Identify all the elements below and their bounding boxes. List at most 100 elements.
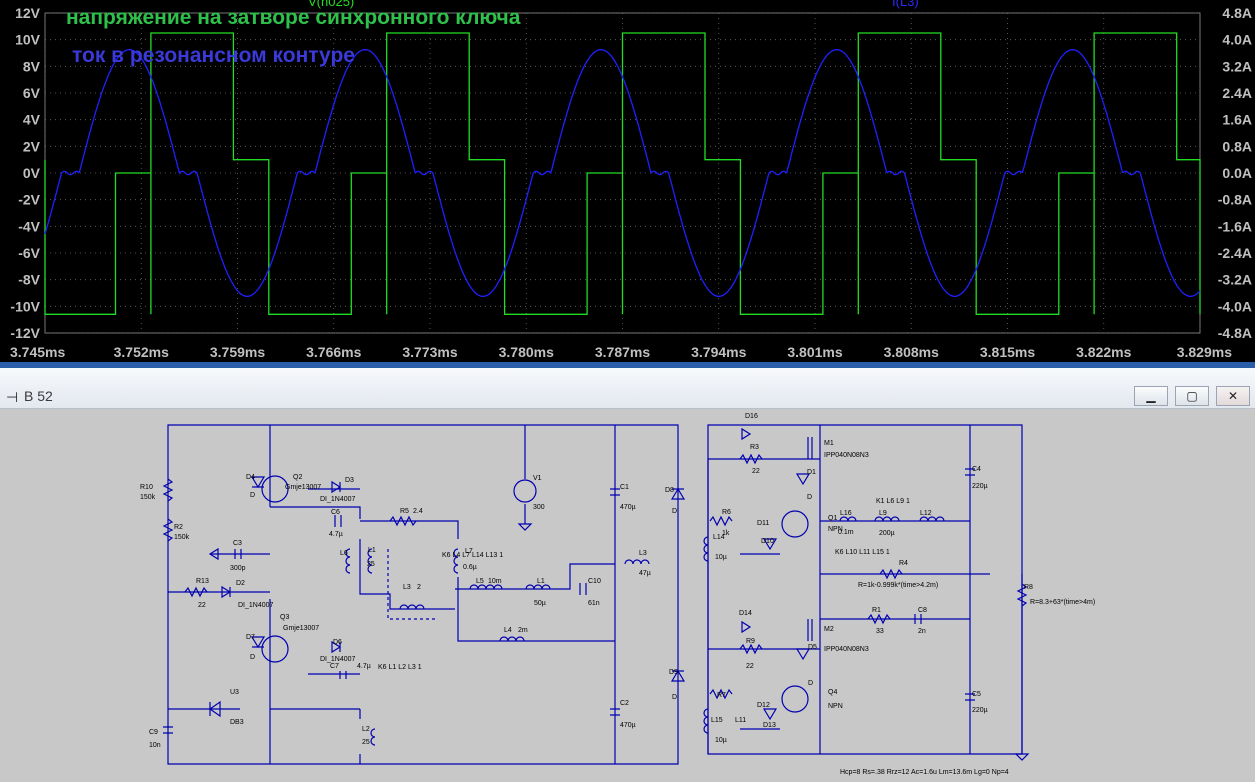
component-label: 2m — [518, 627, 528, 634]
component-label: 470µ — [620, 504, 636, 511]
component-label: 150k — [174, 534, 190, 541]
component-label: R5 — [400, 508, 409, 515]
component-label: M2 — [824, 626, 834, 633]
component-label: L1 — [537, 578, 545, 585]
component-label: C2 — [620, 700, 629, 707]
x-tick-label: 3.787ms — [595, 344, 650, 360]
component-label: L11 — [735, 717, 746, 724]
component-label: L16 — [840, 510, 852, 517]
y-tick-label: 4V — [23, 112, 41, 128]
component-label: R8 — [1024, 584, 1033, 591]
component-label: D11 — [757, 520, 769, 527]
component-label: D4 — [246, 474, 255, 481]
component-label: L3 — [639, 550, 647, 557]
y-tick-label: -10V — [10, 298, 40, 314]
x-tick-label: 3.801ms — [787, 344, 842, 360]
component-label: D13 — [763, 722, 776, 729]
component-label: L6 — [340, 550, 348, 557]
component-label: 10m — [488, 578, 502, 585]
pane-separator[interactable] — [0, 362, 1255, 368]
component-label: K6 L1 L2 L3 1 — [378, 664, 422, 671]
minimize-button[interactable]: ▁ — [1134, 386, 1168, 406]
y2-tick-label: 3.2A — [1222, 58, 1252, 74]
component-label: Q3 — [280, 614, 289, 621]
component-label: 4.7µ — [329, 531, 343, 538]
component-label: 470µ — [620, 722, 636, 729]
component-label: NPN — [828, 526, 843, 533]
component-label: 200µ — [879, 530, 895, 537]
y-tick-label: -6V — [18, 245, 40, 261]
schematic-icon: ⊣ — [6, 389, 19, 405]
component-label: D14 — [739, 610, 752, 617]
component-label: D — [672, 694, 677, 701]
x-tick-label: 3.794ms — [691, 344, 746, 360]
component-label: L9 — [879, 510, 887, 517]
component-label: 47µ — [639, 570, 651, 577]
x-tick-label: 3.829ms — [1177, 344, 1232, 360]
voltage-trace — [44, 32, 1201, 315]
component-label: D12 — [757, 702, 770, 709]
component-label: IPP040N08N3 — [824, 646, 869, 653]
component-label: 0.1m — [838, 529, 854, 536]
schematic-drawing: D16R322M1IPP040N08N3D1DR10150kR2150kQ2Gm… — [140, 413, 1095, 776]
component-label: R7 — [717, 692, 726, 699]
y-tick-label: 0V — [23, 165, 41, 181]
trace-label-voltage[interactable]: V(n025) — [308, 0, 355, 9]
y-tick-label: 8V — [23, 58, 41, 74]
component-label: C4 — [972, 466, 981, 473]
component-label: D — [250, 654, 255, 661]
component-label: L2 — [362, 726, 370, 733]
component-label: 10µ — [715, 737, 727, 744]
component-label: M1 — [824, 440, 834, 447]
component-label: 4.7µ — [357, 663, 371, 670]
component-label: R=1k-0.999k*(time>4.2m) — [858, 582, 938, 589]
component-label: D — [807, 494, 812, 501]
y2-tick-label: -1.6A — [1218, 218, 1252, 234]
y2-tick-label: 0.0A — [1222, 165, 1252, 181]
y-tick-label: 2V — [23, 138, 41, 154]
close-button[interactable]: ✕ — [1216, 386, 1250, 406]
component-label: 10µ — [715, 554, 727, 561]
y2-tick-label: -2.4A — [1218, 245, 1252, 261]
y-tick-label: 12V — [15, 5, 41, 21]
x-tick-label: 3.759ms — [210, 344, 265, 360]
x-tick-label: 3.780ms — [499, 344, 554, 360]
component-label: 10n — [149, 742, 161, 749]
component-label: NPN — [828, 703, 843, 710]
component-label: 0.6µ — [463, 564, 477, 571]
x-tick-label: 3.808ms — [884, 344, 939, 360]
y-tick-label: -4V — [18, 218, 40, 234]
component-label: K6 L10 L11 L15 1 — [835, 549, 890, 556]
component-label: V1 — [533, 475, 542, 482]
annotation-gate-voltage: напряжение на затворе синхронного ключа — [66, 6, 521, 29]
window-title: B 52 — [24, 388, 53, 404]
component-label: Q4 — [828, 689, 837, 696]
y-tick-label: -2V — [18, 192, 40, 208]
component-label: Hcp=8 Rs=.38 Rrz=12 Ac=1.6u Lm=13.6m Lg=… — [840, 769, 1009, 776]
component-label: 300 — [533, 504, 545, 511]
component-label: L4 — [504, 627, 512, 634]
y-tick-label: 10V — [15, 32, 41, 48]
trace-label-current[interactable]: I(L3) — [892, 0, 919, 9]
component-label: K1 L6 L9 1 — [876, 498, 910, 505]
component-label: C10 — [588, 578, 601, 585]
component-label: D1 — [807, 469, 816, 476]
annotation-resonant-current: ток в резонансном контуре — [72, 44, 355, 67]
component-label: 150k — [140, 494, 156, 501]
component-label: D — [672, 508, 677, 515]
maximize-button[interactable]: ▢ — [1175, 386, 1209, 406]
component-label: 1k — [722, 530, 730, 537]
component-label: D7 — [246, 634, 255, 641]
component-label: L12 — [920, 510, 932, 517]
component-label: 300p — [230, 565, 246, 572]
component-label: 33 — [876, 628, 884, 635]
component-label: 22 — [752, 468, 760, 475]
component-label: 22 — [198, 602, 206, 609]
window-titlebar[interactable]: ⊣ B 52 ▁ ▢ ✕ — [0, 368, 1255, 409]
component-label: DB3 — [230, 719, 244, 726]
y2-tick-label: 2.4A — [1222, 85, 1252, 101]
component-label: 22 — [746, 663, 754, 670]
